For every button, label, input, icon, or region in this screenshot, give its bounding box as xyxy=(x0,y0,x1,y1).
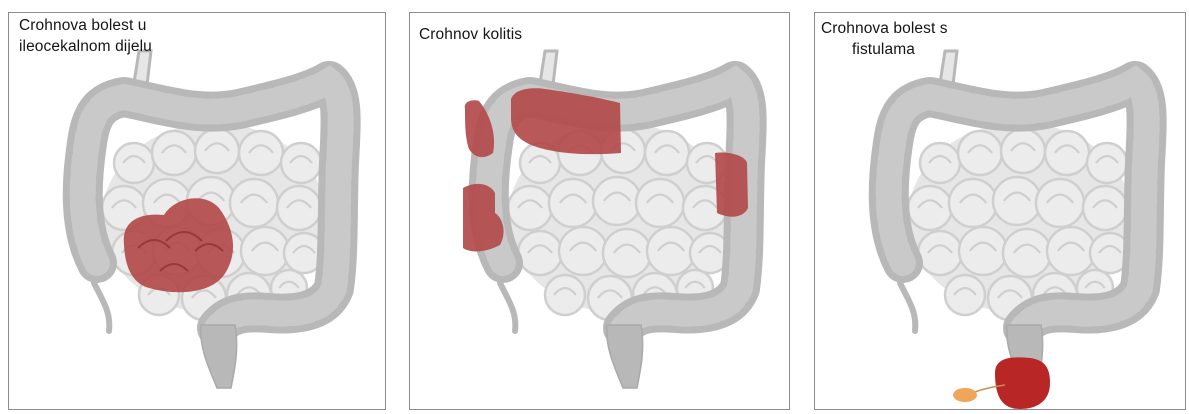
small-intestine-loop xyxy=(647,227,695,275)
small-intestine-loop xyxy=(230,179,278,227)
small-intestine-loop xyxy=(1045,131,1089,175)
title-line-1: Crohnov kolitis xyxy=(419,26,522,43)
perianal-abscess xyxy=(995,357,1050,409)
panel-title: Crohnova bolest s fistulama xyxy=(821,18,1011,60)
small-intestine-loop xyxy=(277,186,321,230)
small-intestine-loop xyxy=(603,229,651,277)
title-line-1: Crohnova bolest s xyxy=(821,20,948,37)
small-intestine-loop xyxy=(1047,227,1095,275)
inflamed-colon-segment xyxy=(715,152,748,216)
title-line-2: ileocekalnom dijelu xyxy=(19,38,152,55)
title-line-1: Crohnova bolest u xyxy=(19,17,147,34)
intestine-drawing xyxy=(889,51,1147,388)
panel-title: Crohnov kolitis xyxy=(419,24,639,45)
small-intestine-loop xyxy=(908,186,952,230)
small-intestine-loop xyxy=(545,275,585,315)
small-intestine-loop xyxy=(1087,143,1127,183)
small-intestine-loop xyxy=(195,129,239,173)
small-intestine-loop xyxy=(593,177,641,225)
small-intestine-loop xyxy=(1003,229,1051,277)
small-intestine-loop xyxy=(1083,186,1127,230)
small-intestine-loop xyxy=(239,131,283,175)
panel-ileocecal-crohns: Crohnova bolest u ileocekalnom dijelu xyxy=(8,12,386,410)
small-intestine-loop xyxy=(959,227,1007,275)
small-intestine-loop xyxy=(559,227,607,275)
small-intestine xyxy=(908,123,1132,320)
panel-title: Crohnova bolest u ileocekalnom dijelu xyxy=(19,15,199,57)
small-intestine-loop xyxy=(949,179,997,227)
small-intestine-loop xyxy=(241,227,289,275)
intestine-illustration xyxy=(845,13,1185,410)
fistula-opening xyxy=(953,388,977,402)
small-intestine-loop xyxy=(920,143,960,183)
small-intestine-loop xyxy=(993,177,1041,225)
small-intestine-loop xyxy=(114,143,154,183)
small-intestine-loop xyxy=(645,131,689,175)
panel-crohns-colitis: Crohnov kolitis xyxy=(409,12,790,410)
appendix xyxy=(94,283,109,331)
small-intestine-loop xyxy=(636,179,684,227)
small-intestine-loop xyxy=(152,131,196,175)
panel-fistulizing-crohns: Crohnova bolest s fistulama xyxy=(814,12,1186,410)
intestine-illustration xyxy=(39,13,379,410)
small-intestine-loop xyxy=(281,143,321,183)
rectum xyxy=(607,325,643,388)
title-line-2: fistulama xyxy=(821,39,1011,60)
small-intestine-loop xyxy=(1001,129,1045,173)
small-intestine-loop xyxy=(518,231,562,275)
rectum xyxy=(201,325,237,388)
small-intestine-loop xyxy=(945,275,985,315)
small-intestine-loop xyxy=(549,179,597,227)
small-intestine-loop xyxy=(918,231,962,275)
appendix xyxy=(900,283,915,331)
appendix xyxy=(500,283,515,331)
small-intestine-loop xyxy=(958,131,1002,175)
intestine-illustration xyxy=(445,13,785,410)
small-intestine-loop xyxy=(1036,179,1084,227)
small-intestine-loop xyxy=(508,186,552,230)
